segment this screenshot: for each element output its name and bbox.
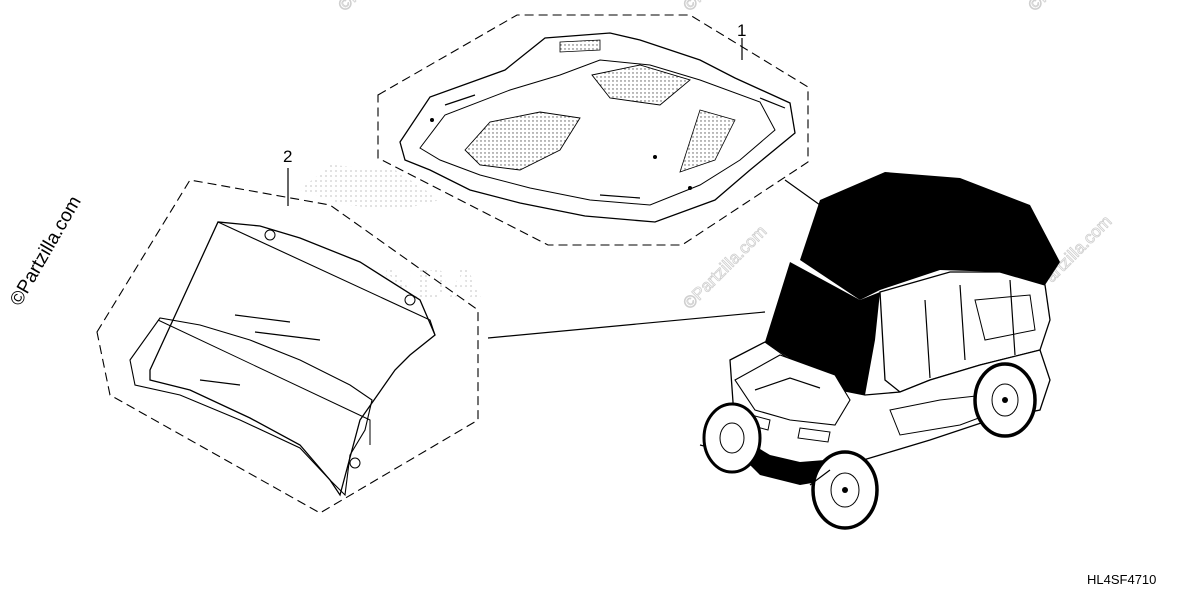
roof-detail-lines [444, 94, 786, 199]
glass-reflection-lines [199, 314, 321, 386]
watermark-top-1: ©Partzilla.com [334, 0, 425, 15]
windshield-glass [149, 221, 436, 497]
roof-dashed-frame [377, 14, 809, 246]
callout-1[interactable]: 1 [737, 21, 746, 40]
roof-fastener [653, 155, 657, 159]
cab-pillars [924, 279, 1016, 379]
rear-seat [974, 294, 1036, 341]
roof-to-vehicle-line [784, 179, 821, 206]
windshield-lower-frame [129, 317, 373, 497]
vehicle-windshield [765, 262, 880, 395]
hood-crease [754, 377, 821, 391]
roof-tab [559, 39, 601, 53]
windshield-dashed-frame [96, 179, 479, 514]
wheel-rear-right [973, 362, 1037, 438]
roof-part[interactable]: 1 [377, 14, 809, 246]
roof-recess-left [464, 111, 581, 171]
roof-outline [399, 32, 796, 223]
wheel-front-left [702, 402, 762, 474]
roof-recess-top [591, 64, 691, 106]
diagram-code: HL4SF4710 [1087, 572, 1156, 587]
windshield-top-edge [217, 221, 436, 336]
watermark-top-2: ©Partzilla.com [679, 0, 770, 15]
front-suspension [759, 464, 831, 486]
roof-fastener [430, 118, 434, 122]
roof-inner-rim [419, 59, 776, 206]
mount-knob [404, 294, 416, 306]
roof-recess-right [679, 109, 736, 173]
utv-vehicle [699, 172, 1060, 530]
callout-2[interactable]: 2 [283, 147, 292, 166]
watermark-mid-1: ©Partzilla.com [679, 222, 770, 313]
watermark-top-3: ©Partzilla.com [1024, 0, 1115, 15]
side-watermark: ©Partzilla.com [6, 193, 86, 310]
roof-fastener [688, 186, 692, 190]
vehicle-hood [734, 354, 851, 426]
front-grille [745, 440, 830, 485]
windshield-hinge-bar [157, 319, 371, 445]
windshield-to-vehicle-line [487, 311, 766, 339]
mount-knob [349, 457, 361, 469]
mount-knob [264, 229, 276, 241]
windshield-part[interactable]: 2 [96, 147, 479, 514]
vehicle-roof [800, 172, 1060, 300]
wheel-front-right [811, 450, 879, 530]
headlight-right [797, 427, 831, 443]
